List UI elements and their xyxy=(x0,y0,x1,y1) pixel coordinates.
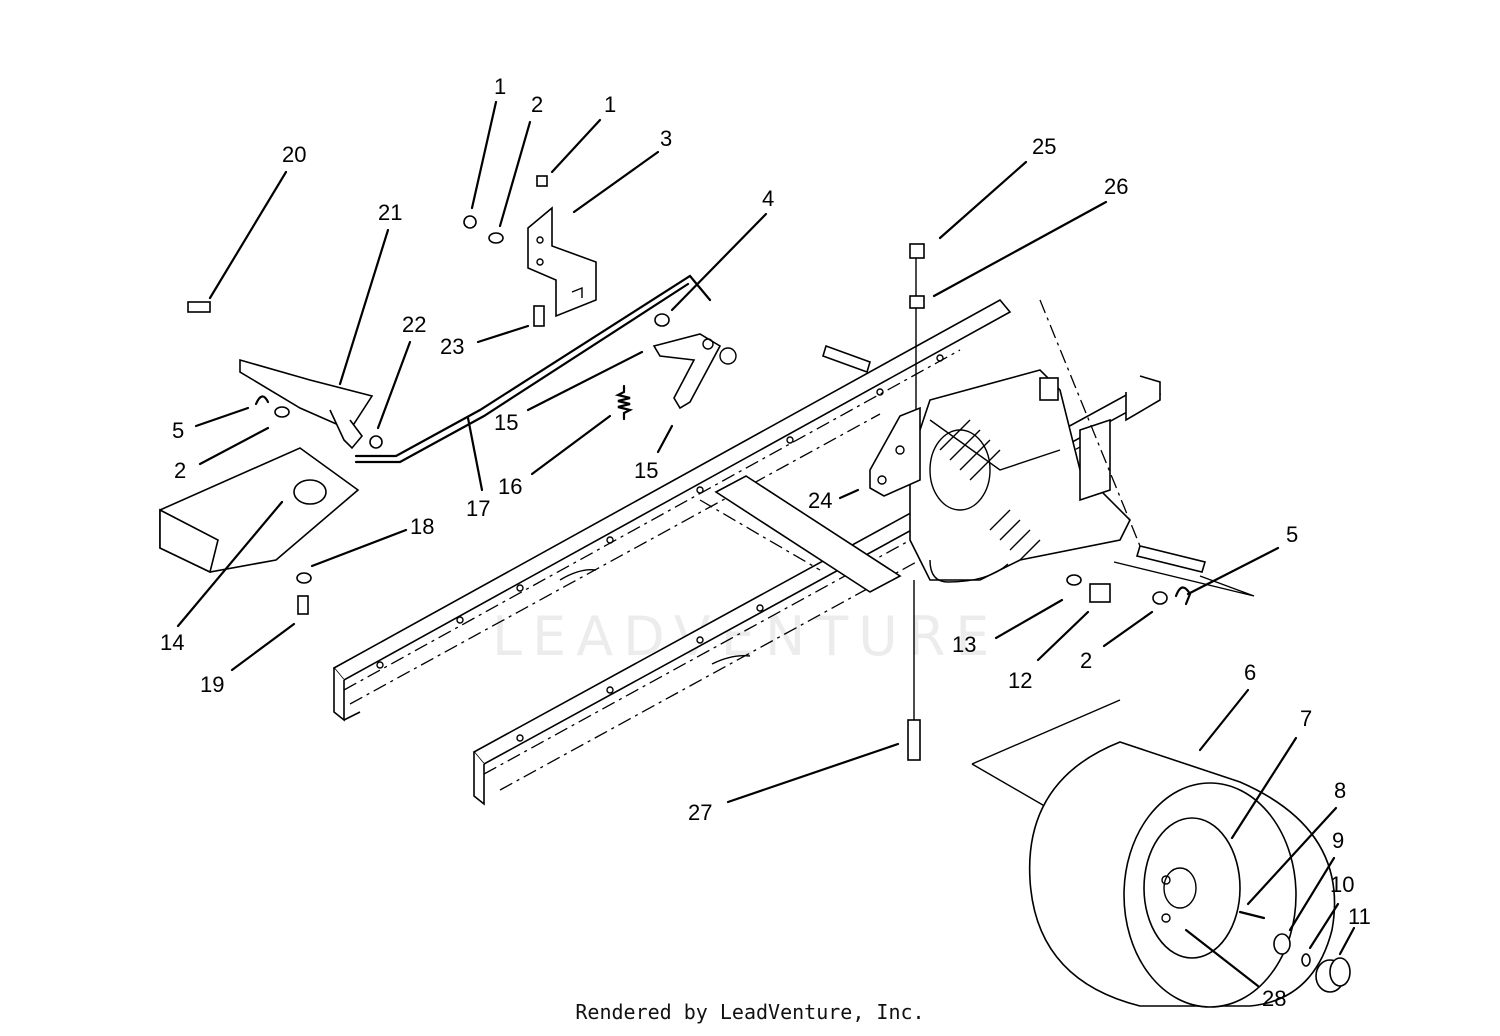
washer-4 xyxy=(654,313,670,327)
callout-11: 11 xyxy=(1348,904,1371,929)
callout-18: 18 xyxy=(410,514,434,539)
callout-17: 17 xyxy=(466,496,490,521)
callout-26: 26 xyxy=(1104,174,1128,199)
callout-15: 15 xyxy=(494,410,518,435)
callout-4: 4 xyxy=(762,186,774,211)
bolt-23 xyxy=(533,305,545,327)
bolt-12 xyxy=(1089,583,1111,603)
axle-bolt xyxy=(907,246,921,761)
callout-25: 25 xyxy=(1032,134,1056,159)
left-frame-rail xyxy=(332,298,1012,722)
return-spring xyxy=(614,384,634,421)
callout-23: 23 xyxy=(440,334,464,359)
brake-pedal xyxy=(239,358,374,450)
pin-5b xyxy=(1174,586,1192,606)
spacer-26 xyxy=(909,295,925,309)
callout-1: 1 xyxy=(494,74,506,99)
callout-15: 15 xyxy=(634,458,658,483)
callout-12: 12 xyxy=(1008,668,1032,693)
callout-6: 6 xyxy=(1244,660,1256,685)
callout-2: 2 xyxy=(531,92,543,117)
nut-25 xyxy=(909,243,925,259)
wheel-key-8 xyxy=(1238,910,1266,920)
washer-9 xyxy=(1273,933,1291,955)
mounting-bracket xyxy=(527,206,597,318)
nut-1b xyxy=(536,175,548,187)
credit-footer: Rendered by LeadVenture, Inc. xyxy=(575,1000,925,1024)
callout-labels: 1 2 1 3 4 20 21 22 23 25 26 5 2 15 16 15… xyxy=(160,74,1371,1011)
callout-13: 13 xyxy=(952,632,976,657)
hub-cap-11 xyxy=(1315,957,1351,993)
washer-2c xyxy=(1152,591,1168,605)
washer-2b xyxy=(274,406,290,418)
cross-member xyxy=(699,475,902,593)
washer-2a xyxy=(488,232,504,244)
callout-5: 5 xyxy=(1286,522,1298,547)
callout-20: 20 xyxy=(282,142,306,167)
brake-bracket xyxy=(869,406,921,497)
idler-arm xyxy=(652,333,737,410)
ring-10 xyxy=(1301,953,1311,967)
nut-18 xyxy=(296,572,312,584)
pin-5a xyxy=(254,395,270,406)
bolt-19 xyxy=(297,595,309,615)
callout-2: 2 xyxy=(1080,648,1092,673)
callout-19: 19 xyxy=(200,672,224,697)
callout-14: 14 xyxy=(160,630,184,655)
rear-wheel-tire xyxy=(1028,741,1336,1008)
transaxle xyxy=(909,369,1131,583)
axle-shaft xyxy=(822,299,1207,573)
callout-5: 5 xyxy=(172,418,184,443)
callout-2: 2 xyxy=(174,458,186,483)
washer-13 xyxy=(1066,574,1082,586)
control-rod xyxy=(354,274,712,464)
callout-16: 16 xyxy=(498,474,522,499)
foot-platform xyxy=(159,447,360,574)
callout-28: 28 xyxy=(1262,986,1286,1011)
leader-lines xyxy=(176,100,1356,988)
callout-7: 7 xyxy=(1300,706,1312,731)
callout-9: 9 xyxy=(1332,828,1344,853)
nut-22 xyxy=(369,435,383,449)
callout-8: 8 xyxy=(1334,778,1346,803)
callout-10: 10 xyxy=(1330,872,1354,897)
bolt-20 xyxy=(187,301,211,313)
callout-27: 27 xyxy=(688,800,712,825)
wheel-guide-line xyxy=(971,561,1255,809)
callout-3: 3 xyxy=(660,126,672,151)
callout-21: 21 xyxy=(378,200,402,225)
nut-1a xyxy=(463,215,477,229)
callout-1: 1 xyxy=(604,92,616,117)
callout-24: 24 xyxy=(808,488,832,513)
callout-22: 22 xyxy=(402,312,426,337)
